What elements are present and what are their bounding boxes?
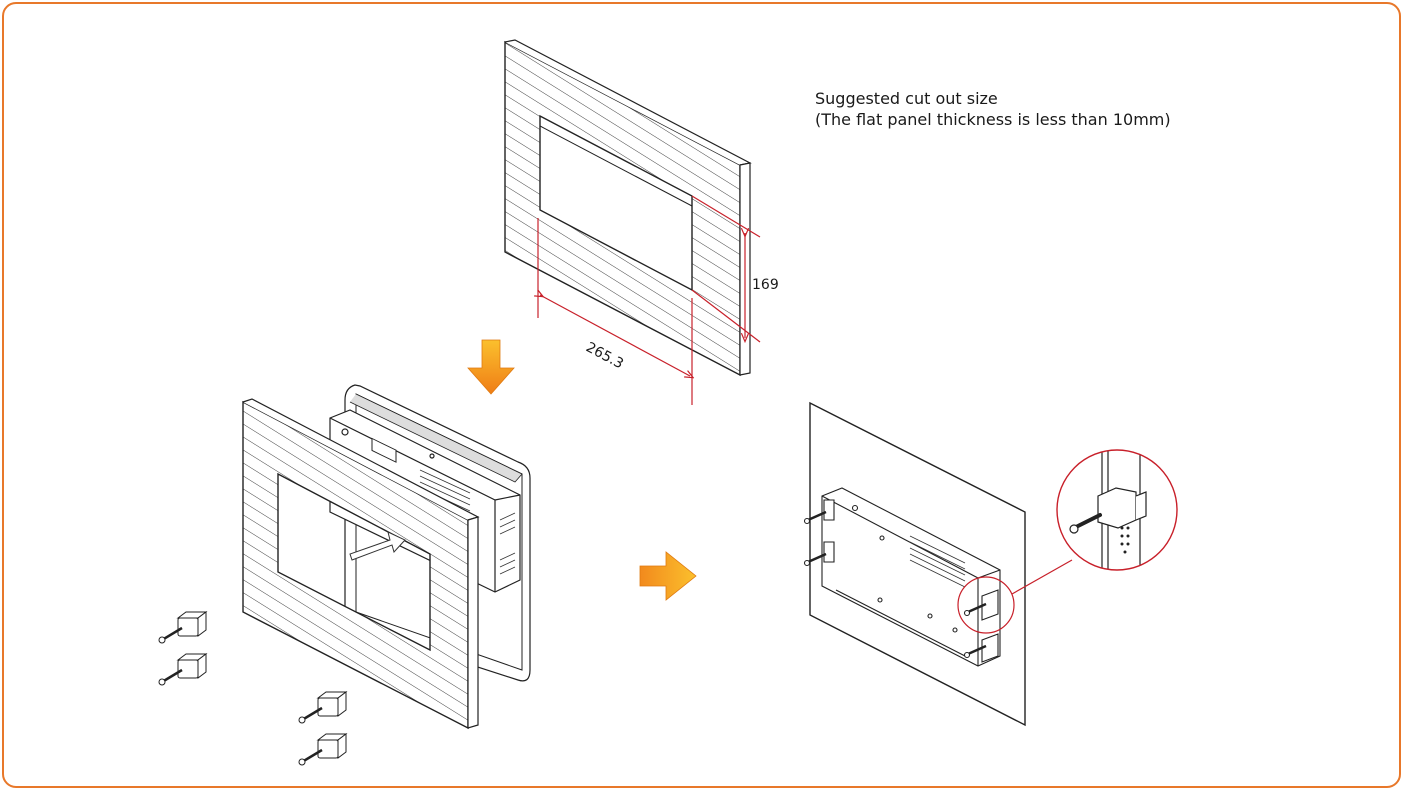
mounting-clip-4 — [298, 733, 348, 766]
height-dimension-label: 169 — [752, 277, 779, 293]
note-title: Suggested cut out size — [815, 89, 998, 108]
mounting-clip-3 — [298, 691, 348, 724]
detail-callout-small — [957, 576, 1015, 634]
orange-down-arrow-icon — [467, 339, 515, 395]
panel-pc-mounted — [803, 487, 1001, 667]
mounting-clip-1 — [158, 611, 208, 644]
note-subtitle: (The flat panel thickness is less than 1… — [815, 110, 1171, 129]
mounting-clip-2 — [158, 653, 208, 686]
cutout-size-note: Suggested cut out size (The flat panel t… — [815, 88, 1171, 130]
width-dimension-label: 265.3 — [583, 339, 626, 372]
cutout-panel-left — [242, 398, 480, 730]
detail-callout-zoom — [1056, 449, 1178, 571]
detail-leader-line — [1011, 559, 1073, 595]
orange-right-arrow-icon — [639, 551, 697, 601]
cutout-panel-top — [504, 39, 752, 377]
dimension-lines — [538, 195, 761, 405]
